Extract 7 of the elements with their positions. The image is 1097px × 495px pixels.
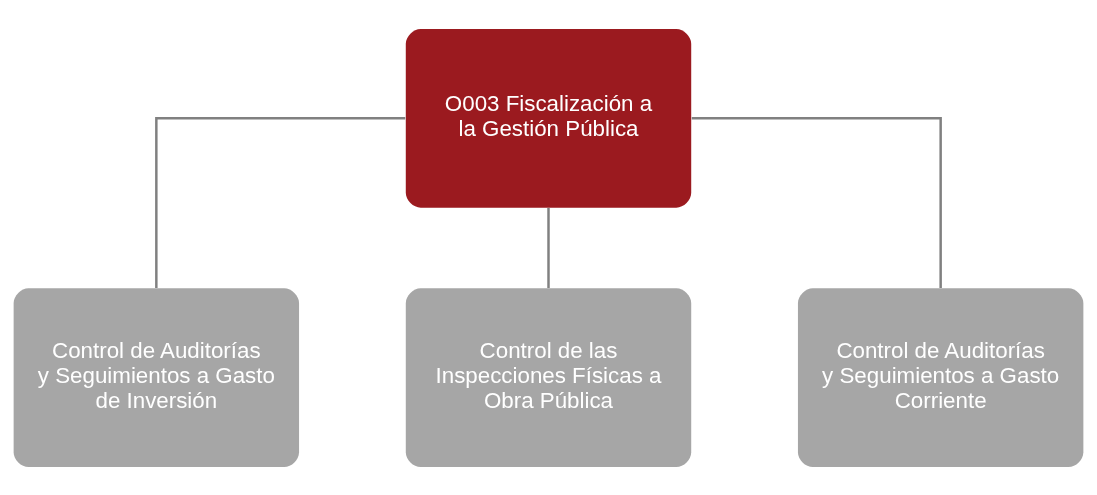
connector <box>691 116 942 288</box>
node-box: Control de Auditorías y Seguimientos a Gasto Corriente <box>797 287 1084 467</box>
node-box: Control de las Inspecciones Físicas a Obra Pública <box>405 287 692 467</box>
node-box: O003 Fiscalización a la Gestión Pública <box>405 28 692 208</box>
connector <box>547 207 550 288</box>
connector <box>155 116 406 288</box>
node-box: Control de Auditorías y Seguimientos a Gasto de Inversión <box>13 287 300 467</box>
